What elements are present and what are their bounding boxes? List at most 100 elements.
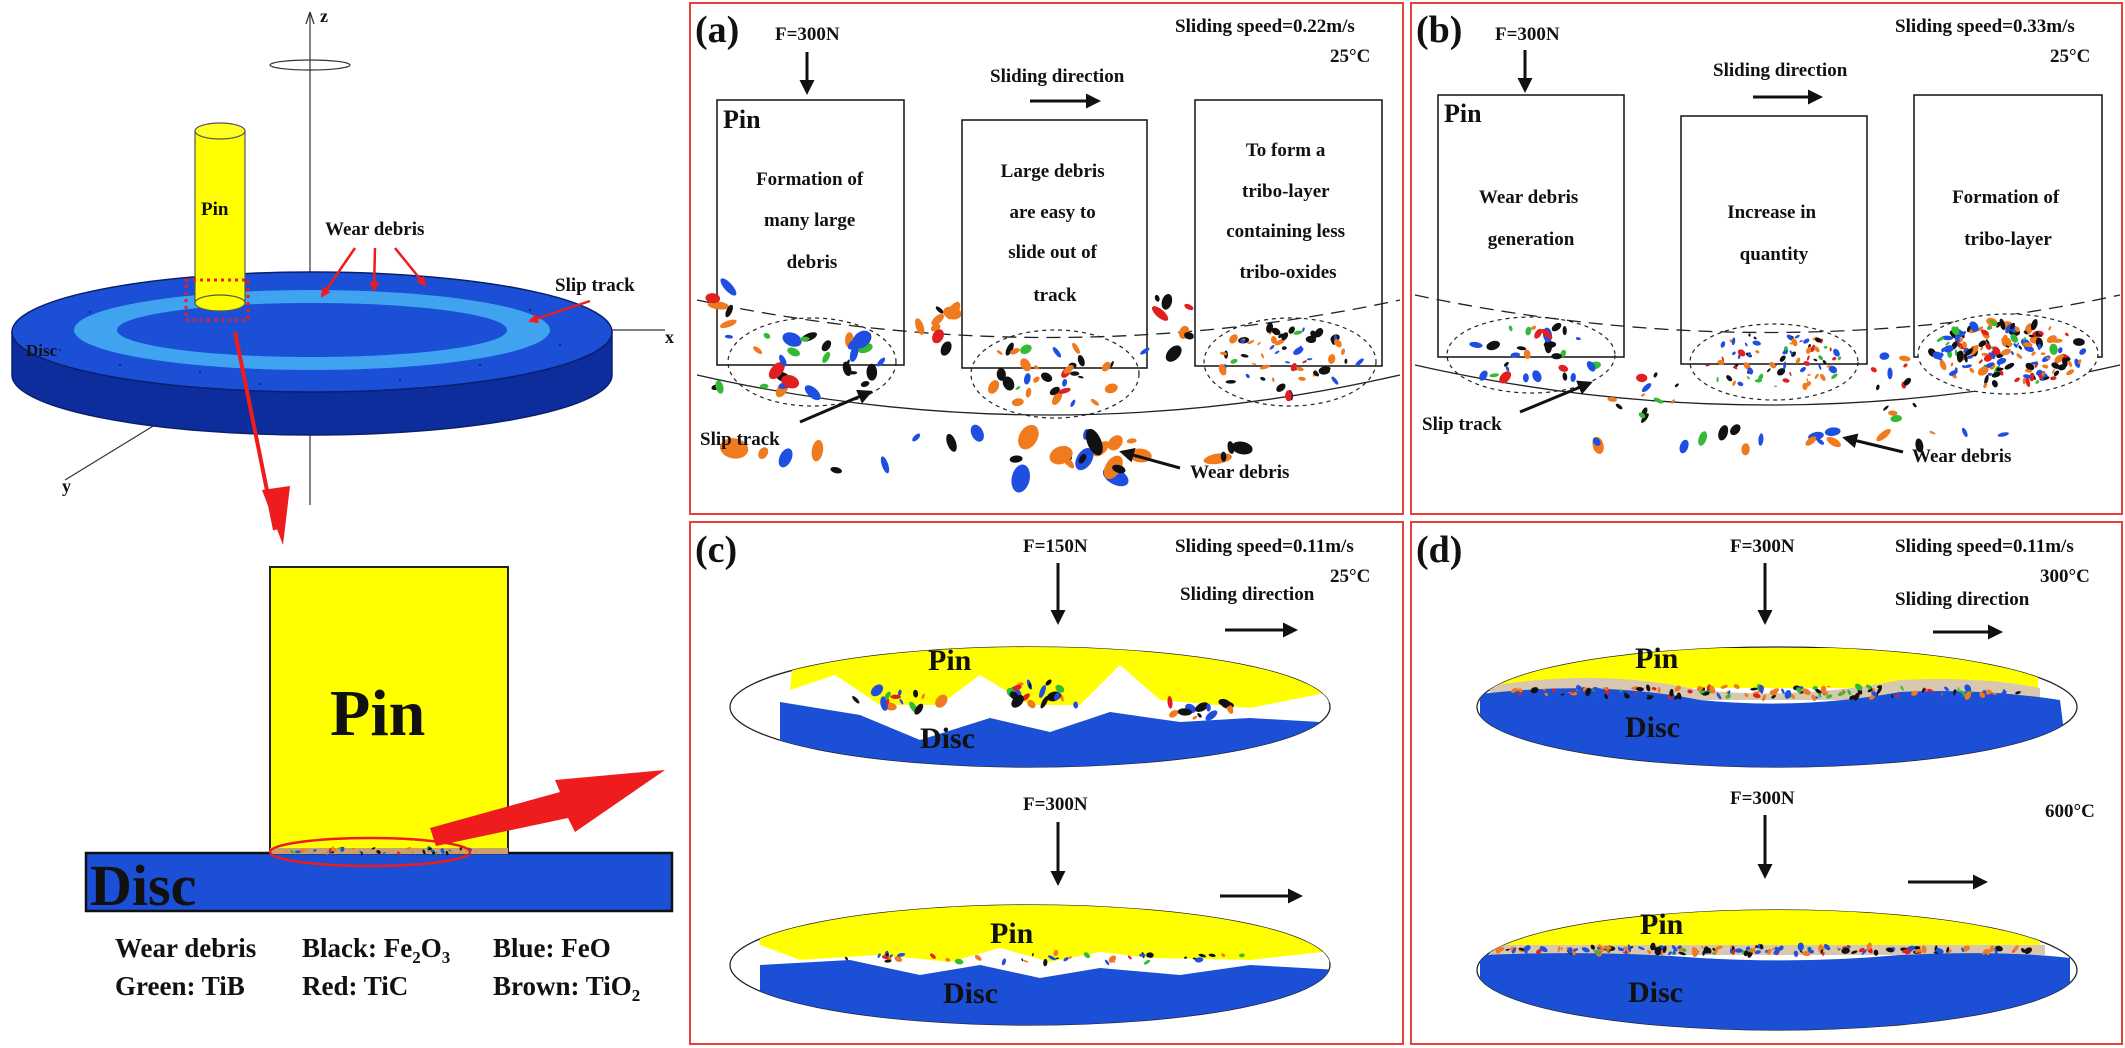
debris-fragment (2021, 948, 2026, 953)
debris-fragment (1678, 947, 1684, 952)
debris-fragment (1674, 695, 1679, 700)
debris-fragment (1503, 361, 1509, 367)
debris-fragment (1828, 365, 1838, 374)
debris-fragment (1592, 689, 1596, 692)
debris-fragment (2010, 351, 2014, 356)
debris-fragment (768, 361, 785, 380)
debris-fragment (1567, 947, 1573, 954)
debris-fragment (333, 848, 337, 853)
legend: Wear debris Black: Fe2O3 Blue: FeO Green… (115, 933, 640, 1005)
debris-fragment (1754, 950, 1761, 954)
debris-fragment (1208, 953, 1216, 958)
debris-fragment (1794, 334, 1800, 339)
debris-fragment (1769, 362, 1776, 369)
debris-fragment (1333, 339, 1342, 348)
debris-fragment (940, 341, 952, 356)
debris-fragment (328, 847, 332, 852)
debris-fragment (2030, 319, 2038, 331)
panel-a-wear-debris: Wear debris (1190, 462, 1289, 483)
debris-fragment (1517, 692, 1523, 696)
debris-fragment (1668, 951, 1672, 956)
debris-fragment (2001, 334, 2008, 347)
debris-fragment (822, 351, 831, 363)
debris-fragment (1511, 947, 1517, 954)
debris-fragment (1823, 345, 1828, 349)
debris-fragment (1711, 952, 1716, 955)
debris-fragment (931, 313, 944, 326)
debris-fragment (1585, 687, 1592, 697)
debris-fragment (1194, 957, 1204, 963)
debris-fragment (2013, 343, 2018, 348)
debris-fragment (1285, 390, 1292, 402)
debris-fragment (1197, 712, 1202, 718)
debris-fragment (1198, 953, 1207, 958)
closeup-pin-label: Pin (330, 677, 425, 750)
debris-fragment (1355, 358, 1364, 367)
debris-fragment (877, 357, 886, 367)
debris-fragment (1950, 362, 1954, 367)
debris-fragment (1791, 694, 1795, 699)
debris-fragment (1619, 689, 1623, 693)
debris-fragment (1873, 949, 1879, 956)
debris-fragment (1737, 349, 1746, 357)
debris-fragment (1326, 366, 1331, 370)
debris-fragment (1635, 686, 1644, 692)
debris-fragment (1911, 690, 1918, 696)
debris-fragment (1039, 684, 1046, 699)
debris-fragment (1231, 441, 1253, 455)
debris-fragment (2040, 352, 2046, 356)
debris-fragment (1654, 946, 1662, 955)
debris-fragment (1581, 947, 1590, 953)
debris-fragment (1806, 355, 1810, 361)
debris-fragment (1718, 425, 1729, 441)
debris-fragment (351, 847, 355, 850)
debris-fragment (1814, 373, 1819, 379)
debris-fragment (1607, 396, 1617, 402)
debris-fragment (1818, 693, 1822, 698)
panel-c: (c) Sliding speed=0.11m/s 25°C F=150N Sl… (695, 529, 1370, 1026)
debris-fragment (1640, 393, 1646, 397)
debris-fragment (1820, 948, 1824, 954)
debris-fragment (1041, 372, 1053, 382)
debris-fragment (1023, 373, 1031, 385)
debris-fragment (1590, 944, 1595, 950)
debris-fragment (1799, 340, 1803, 342)
debris-fragment (1991, 371, 2001, 378)
debris-fragment (2052, 369, 2055, 374)
debris-fragment (2015, 691, 2021, 695)
debris-fragment (1597, 944, 1604, 953)
debris-fragment (1727, 690, 1731, 695)
debris-fragment (866, 363, 878, 381)
debris-fragment (1641, 383, 1652, 393)
debris-fragment (1709, 685, 1716, 694)
debris-fragment (1687, 689, 1693, 694)
debris-fragment (1692, 946, 1698, 955)
debris-fragment (1070, 371, 1080, 376)
debris-fragment (1486, 340, 1500, 351)
debris-fragment (1961, 427, 1968, 438)
debris-fragment (880, 456, 890, 474)
debris-fragment (884, 691, 891, 700)
debris-fragment (1112, 464, 1126, 474)
debris-fragment (811, 439, 824, 462)
debris-fragment (1995, 321, 2001, 328)
debris-fragment (1969, 321, 1979, 332)
disc-label: Disc (26, 341, 58, 360)
debris-fragment (329, 850, 332, 856)
debris-fragment (1734, 365, 1738, 370)
debris-fragment (881, 955, 889, 960)
debris-fragment (1033, 376, 1040, 383)
debris-fragment (1803, 338, 1810, 344)
debris-fragment (1731, 949, 1736, 955)
debris-fragment (1716, 377, 1719, 383)
debris-fragment (1720, 341, 1726, 348)
debris-fragment (1220, 451, 1227, 462)
debris-fragment (1539, 946, 1548, 953)
panel-b-speed: Sliding speed=0.33m/s (1895, 16, 2075, 37)
debris-fragment (1985, 948, 1990, 956)
debris-fragment (1027, 699, 1036, 709)
debris-fragment (2016, 353, 2023, 359)
debris-fragment (852, 696, 860, 704)
selection-box (184, 278, 250, 322)
